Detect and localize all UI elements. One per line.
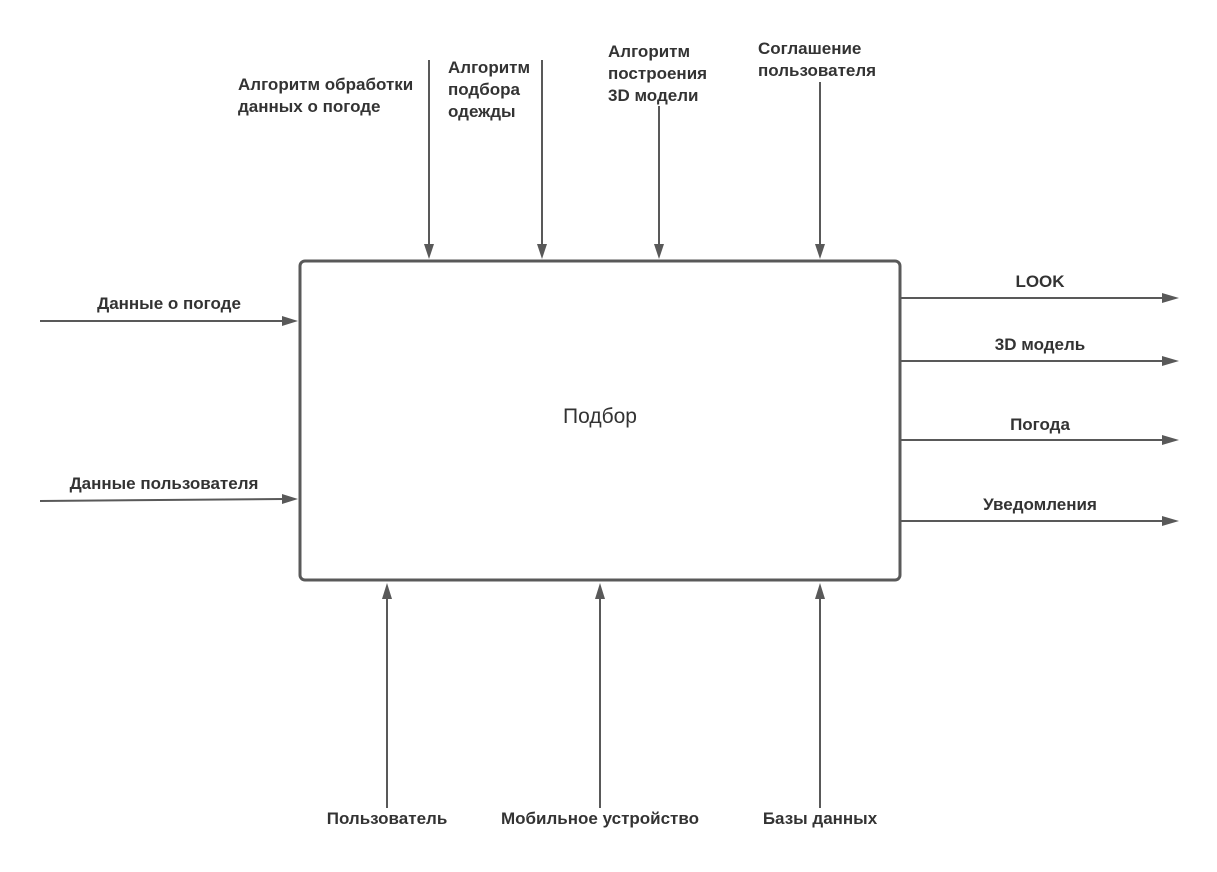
arrowhead-mechanism-mobile-device	[595, 583, 605, 599]
output-label-notifications: Уведомления	[983, 495, 1097, 514]
arrowhead-output-weather	[1162, 435, 1179, 445]
arrowhead-control-model-algorithm	[654, 244, 664, 259]
control-label-clothes-algorithm: Алгоритм подбора одежды	[448, 58, 531, 121]
process-label: Подбор	[563, 405, 637, 428]
mechanism-label-mobile-device: Мобильное устройство	[501, 809, 699, 828]
arrow-input-user-data	[39, 498, 285, 502]
arrowhead-mechanism-user	[382, 583, 392, 599]
arrowhead-control-weather-algorithm	[424, 244, 434, 259]
arrowhead-input-weather-data	[282, 316, 298, 326]
arrowhead-control-clothes-algorithm	[537, 244, 547, 259]
mechanism-label-databases: Базы данных	[762, 809, 878, 828]
arrowhead-mechanism-databases	[815, 583, 825, 599]
output-label-weather: Погода	[1010, 415, 1070, 434]
arrowhead-input-user-data	[282, 494, 298, 504]
input-label-user-data: Данные пользователя	[69, 474, 259, 493]
control-label-user-agreement: Соглашение пользователя	[758, 39, 877, 80]
output-label-look: LOOK	[1015, 272, 1065, 291]
arrowhead-output-model-3d	[1162, 356, 1179, 366]
control-label-model-algorithm: Алгоритм построения 3D модели	[608, 42, 708, 105]
input-label-weather-data: Данные о погоде	[97, 294, 241, 313]
process-box	[298, 259, 902, 582]
arrowhead-control-user-agreement	[815, 244, 825, 259]
control-label-weather-algorithm: Алгоритм обработки данных о погоде	[238, 75, 414, 116]
output-label-model-3d: 3D модель	[994, 335, 1086, 354]
arrowhead-output-look	[1162, 293, 1179, 303]
arrowhead-output-notifications	[1162, 516, 1179, 526]
mechanism-label-user: Пользователь	[326, 809, 448, 828]
